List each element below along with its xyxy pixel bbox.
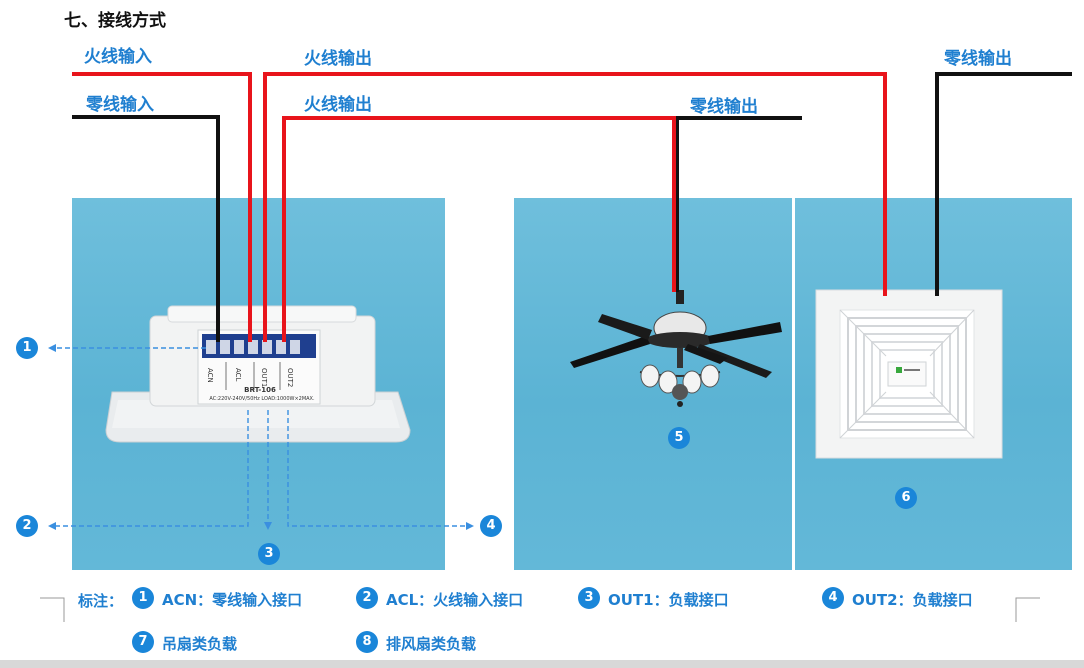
callout-badge-1: 1	[16, 337, 38, 359]
legend-badge-3: 3	[578, 587, 600, 609]
callout-badge-2: 2	[16, 515, 38, 537]
callout-badge-5: 5	[668, 427, 690, 449]
legend-item-7: 吊扇类负载	[162, 635, 238, 653]
legend-badge-2: 2	[356, 587, 378, 609]
legend-badge-7: 7	[132, 631, 154, 653]
callout-4-leader	[287, 410, 470, 527]
corner-bracket-right	[1015, 597, 1040, 622]
bottom-status-bar	[0, 660, 1084, 668]
label-neutral-input: 零线输入	[86, 95, 154, 115]
callout-2-leader	[52, 410, 249, 527]
corner-bracket-left	[40, 597, 65, 622]
label-neutral-output-1: 零线输出	[690, 97, 758, 117]
legend-prefix: 标注：	[78, 592, 124, 610]
legend-item-3: OUT1：负载接口	[608, 591, 729, 609]
device-model-text: BRT-106	[244, 386, 276, 394]
callout-badge-3: 3	[258, 543, 280, 565]
label-live-output-1: 火线输出	[304, 49, 372, 69]
legend-item-4: OUT2：负载接口	[852, 591, 973, 609]
legend-badge-4: 4	[822, 587, 844, 609]
live-output-wire-ceiling-fan	[282, 116, 676, 342]
label-live-input: 火线输入	[84, 47, 152, 67]
legend-item-1: ACN：零线输入接口	[162, 591, 303, 609]
label-live-output-2: 火线输出	[304, 95, 372, 115]
neutral-output-wire-ceiling-fan	[675, 116, 802, 292]
switch-device: ACN ACL OUT1 OUT2 BRT-106 AC:220V-240V/5…	[105, 305, 411, 443]
section-title: 七、接线方式	[64, 11, 166, 31]
callout-badge-6: 6	[895, 487, 917, 509]
legend-item-8: 排风扇类负载	[386, 635, 477, 653]
neutral-output-wire-exhaust-fan	[935, 72, 1072, 296]
legend-badge-1: 1	[132, 587, 154, 609]
device-spec-text: AC:220V-240V/50Hz LOAD:1000W×2MAX.	[209, 396, 315, 402]
label-neutral-output-2: 零线输出	[944, 49, 1012, 69]
terminal-label-out1: OUT1	[260, 368, 268, 387]
terminal-label-acn: ACN	[206, 368, 214, 383]
terminal-label-out2: OUT2	[286, 368, 294, 387]
live-input-wire	[72, 72, 252, 342]
terminal-label-acl: ACL	[234, 368, 242, 382]
exhaust-fan-image	[815, 289, 1003, 459]
callout-badge-4: 4	[480, 515, 502, 537]
legend-badge-8: 8	[356, 631, 378, 653]
ceiling-fan-image	[570, 290, 782, 407]
neutral-input-wire	[72, 115, 220, 342]
legend-item-2: ACL：火线输入接口	[386, 591, 524, 609]
live-output-wire-exhaust-fan	[263, 72, 887, 342]
